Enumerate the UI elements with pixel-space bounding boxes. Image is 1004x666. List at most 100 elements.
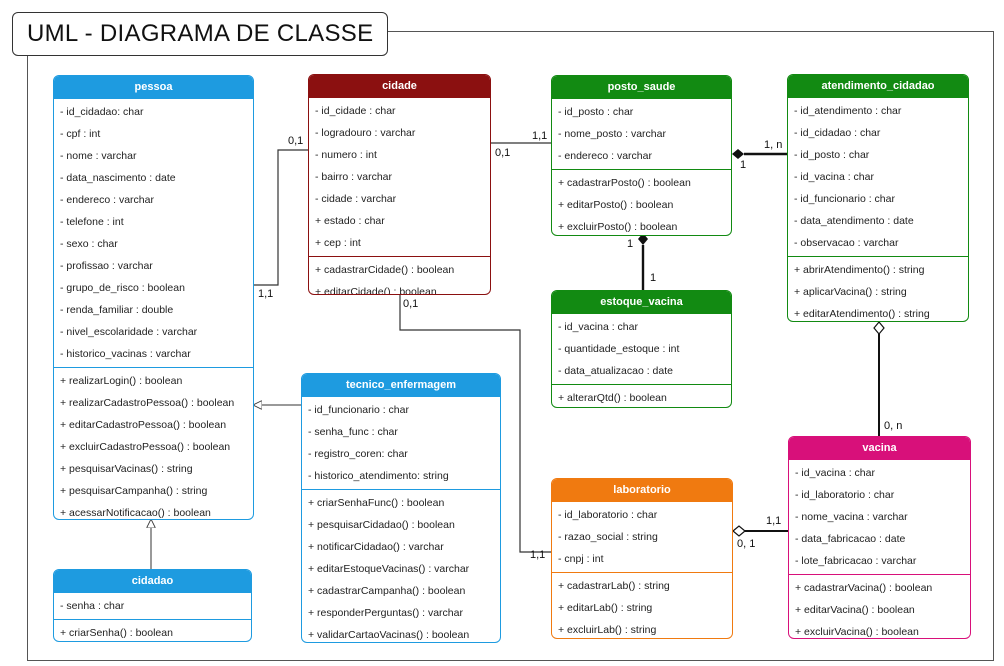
method-list: + cadastrarLab() : string+ editarLab() :… — [552, 572, 732, 638]
attribute: - quantidade_estoque : int — [558, 343, 680, 355]
attribute: - cidade : varchar — [315, 193, 397, 205]
method: + editarPosto() : boolean — [558, 199, 674, 211]
attribute-list: - id_posto : char - nome_posto : varchar -… — [552, 98, 731, 169]
attribute: - lote_fabricacao : varchar — [795, 555, 917, 567]
mult-cidade-posto-posto: 1,1 — [532, 130, 548, 142]
method: + pesquisarCampanha() : string — [60, 485, 208, 497]
method: + cadastrarCidade() : boolean — [315, 264, 455, 276]
aggr-diamond-laboratorio-vacina — [732, 525, 746, 537]
method: + excluirCadastroPessoa() : boolean — [60, 441, 231, 453]
attribute: + cep : int — [315, 237, 361, 249]
diagram-title: UML - DIAGRAMA DE CLASSE — [27, 20, 374, 47]
attribute: - id_cidade : char — [315, 105, 396, 117]
method: + responderPerguntas() : varchar — [308, 607, 463, 619]
class-posto-saude: posto_saude- id_posto : char- nome_posto… — [551, 75, 732, 236]
method-list: + cadastrarVacina() : boolean+ editarVac… — [789, 574, 970, 638]
mult-cidade-lab-cidade: 0,1 — [403, 298, 419, 310]
mult-lab-vacina-vacina: 1,1 — [766, 515, 782, 527]
class-cidade: cidade - id_cidade : char - logradouro : v… — [308, 74, 491, 295]
mult-pessoa-cidade-pessoa: 1,1 — [258, 288, 274, 300]
method: + editarEstoqueVacinas() : varchar — [308, 563, 470, 575]
class-name: vacina — [789, 437, 970, 459]
method-list: + alterarQtd() : boolean — [552, 384, 731, 407]
attribute: - nome_posto : varchar — [558, 128, 666, 140]
class-cidadao: cidadao- senha : char+ criarSenha() : bo… — [53, 569, 252, 642]
attribute: - historico_vacinas : varchar — [60, 348, 191, 360]
attribute: - id_cidadao: char — [60, 106, 144, 118]
class-name: laboratorio — [552, 479, 732, 501]
attribute-list: - id_vacina : char - quantidade_estoque :… — [552, 313, 731, 384]
attribute: - bairro : varchar — [315, 171, 393, 183]
attribute: - observacao : varchar — [794, 237, 899, 249]
class-laboratorio: laboratorio- id_laboratorio : char- raza… — [551, 478, 733, 639]
method: + realizarLogin() : boolean — [60, 375, 183, 387]
method: + abrirAtendimento() : string — [794, 264, 925, 276]
attribute: + estado : char — [315, 215, 385, 227]
method: + criarSenhaFunc() : boolean — [308, 497, 445, 509]
attribute: - id_laboratorio : char — [558, 509, 658, 521]
method-list: + criarSenhaFunc() : boolean + pesquisarC… — [302, 489, 500, 642]
mult-posto-estoque-posto: 1 — [627, 238, 634, 250]
method: + excluirVacina() : boolean — [795, 626, 919, 638]
attribute: - historico_atendimento: string — [308, 470, 449, 482]
method: + validarCartaoVacinas() : boolean — [308, 629, 470, 641]
assoc-pessoa-cidade — [254, 149, 308, 286]
attribute: - id_atendimento : char — [794, 105, 902, 117]
attribute: - nome_vacina : varchar — [795, 511, 908, 523]
method-list: + realizarLogin() : boolean+ realizarCad… — [54, 367, 253, 519]
attribute: - id_laboratorio : char — [795, 489, 895, 501]
method-list: + cadastrarPosto() : boolean + editarPost… — [552, 169, 731, 235]
class-name: cidade — [309, 75, 490, 97]
method: + notificarCidadao() : varchar — [308, 541, 444, 553]
method-list: + cadastrarCidade() : boolean + editarCid… — [309, 256, 490, 295]
attribute: - registro_coren: char — [308, 448, 408, 460]
attribute: - data_atendimento : date — [794, 215, 914, 227]
class-name: atendimento_cidadao — [788, 75, 968, 97]
method: + cadastrarPosto() : boolean — [558, 177, 691, 189]
attribute: - telefone : int — [60, 216, 124, 228]
class-pessoa: pessoa - id_cidadao: char - cpf : int - nom… — [53, 75, 254, 520]
method: + pesquisarCidadao() : boolean — [308, 519, 455, 531]
attribute: - data_nascimento : date — [60, 172, 176, 184]
attribute: - id_cidadao : char — [794, 127, 881, 139]
attribute: - id_vacina : char — [558, 321, 638, 333]
attribute: - nivel_escolaridade : varchar — [60, 326, 198, 338]
diagram-frame — [27, 31, 994, 661]
attribute-list: - id_vacina : char - id_laboratorio : cha… — [789, 459, 970, 574]
attribute-list: - id_cidade : char - logradouro : varchar… — [309, 97, 490, 256]
attribute: - data_fabricacao : date — [795, 533, 906, 545]
attribute: - endereco : varchar — [558, 150, 652, 162]
mult-cidade-lab-lab: 1,1 — [530, 549, 546, 561]
attribute-list: - id_cidadao: char - cpf : int - nome : va… — [54, 98, 253, 367]
attribute: - logradouro : varchar — [315, 127, 416, 139]
method: + criarSenha() : boolean — [60, 627, 173, 639]
method: + editarAtendimento() : string — [794, 308, 930, 320]
diagram-title-box: UML - DIAGRAMA DE CLASSE — [12, 12, 388, 56]
mult-posto-estoque-estoque: 1 — [650, 272, 657, 284]
attribute: - cnpj : int — [558, 553, 604, 565]
mult-pessoa-cidade-cidade: 0,1 — [288, 135, 304, 147]
aggr-diamond-atendimento-vacina — [873, 321, 885, 335]
attribute: - profissao : varchar — [60, 260, 153, 272]
method: + excluirPosto() : boolean — [558, 221, 678, 233]
mult-posto-atend-one: 1 — [740, 159, 747, 171]
method: + excluirLab() : string — [558, 624, 657, 636]
mult-atend-vacina: 0, n — [884, 420, 903, 432]
class-name: tecnico_enfermagem — [302, 374, 500, 396]
attribute: - cpf : int — [60, 128, 101, 140]
attribute: - id_posto : char — [794, 149, 870, 161]
comp-diamond-posto-atendimento — [732, 149, 744, 159]
attribute-list: - id_funcionario : char- senha_func : ch… — [302, 396, 500, 489]
attribute: - id_vacina : char — [795, 467, 875, 479]
method: + editarVacina() : boolean — [795, 604, 915, 616]
method: + editarCidade() : boolean — [315, 286, 437, 295]
method-list: + criarSenha() : boolean — [54, 619, 251, 641]
mult-posto-atend-many: 1, n — [764, 139, 783, 151]
class-name: pessoa — [54, 76, 253, 98]
attribute: - id_posto : char — [558, 106, 634, 118]
attribute: - sexo : char — [60, 238, 118, 250]
attribute: - nome : varchar — [60, 150, 137, 162]
class-estoque-vacina: estoque_vacina- id_vacina : char- quanti… — [551, 290, 732, 408]
attribute: - id_funcionario : char — [308, 404, 409, 416]
